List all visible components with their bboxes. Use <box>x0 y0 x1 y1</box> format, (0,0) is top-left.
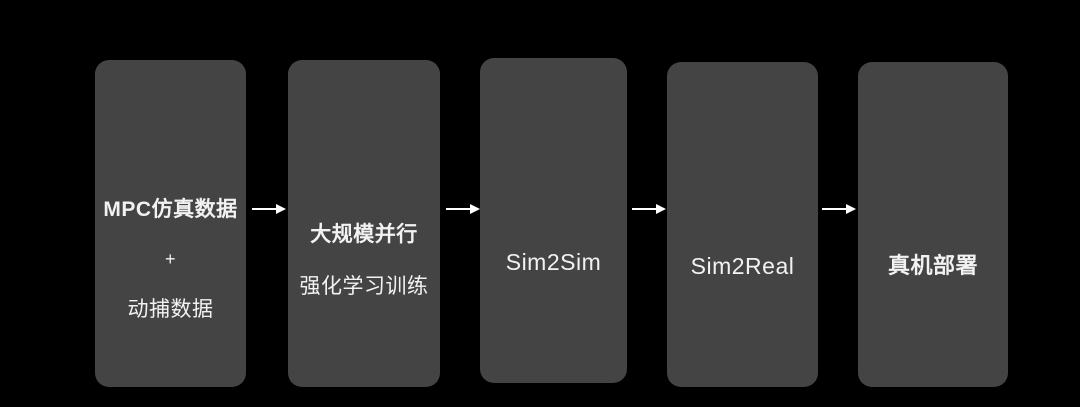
arrow-right-icon <box>252 198 286 220</box>
stage-label-line-1: MPC仿真数据 <box>103 198 238 221</box>
stage-label-line-1: 大规模并行 <box>310 223 418 246</box>
stage-box-mpc-data[interactable]: MPC仿真数据 + 动捕数据 <box>95 60 246 387</box>
arrow-right-icon <box>632 198 666 220</box>
stage-box-sim2sim[interactable]: Sim2Sim <box>480 58 627 383</box>
stage-label-line-1: Sim2Real <box>690 253 795 279</box>
stage-label-line-1: 真机部署 <box>887 253 978 278</box>
stage-label-plus-separator: + <box>164 249 176 269</box>
stage-label-line-1: Sim2Sim <box>505 249 602 275</box>
stage-box-large-scale-parallel-rl[interactable]: 大规模并行 强化学习训练 <box>288 60 440 387</box>
stage-label-line-2: 强化学习训练 <box>299 275 429 298</box>
arrow-right-icon <box>446 198 480 220</box>
stage-label-line-3: 动捕数据 <box>127 298 214 321</box>
stage-box-sim2real[interactable]: Sim2Real <box>667 62 818 387</box>
arrow-right-icon <box>822 198 856 220</box>
stage-box-real-robot-deployment[interactable]: 真机部署 <box>858 62 1008 387</box>
